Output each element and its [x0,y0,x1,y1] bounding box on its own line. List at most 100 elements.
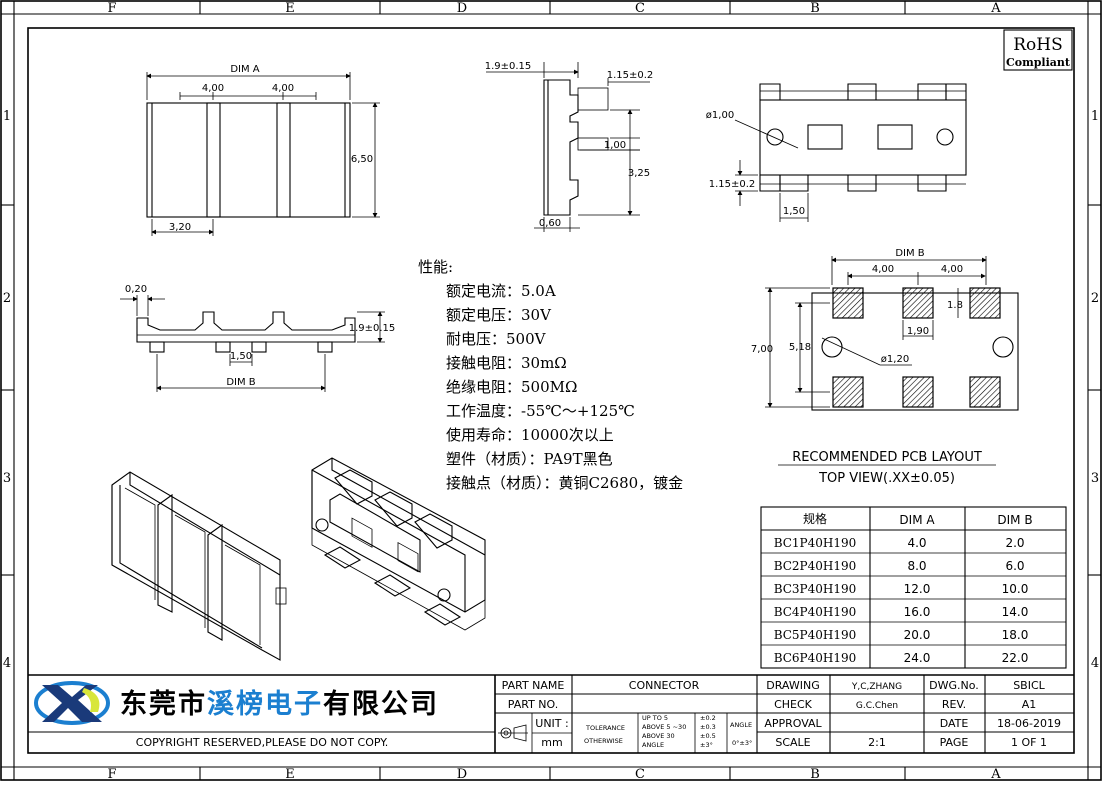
top-view-drawing [146,72,380,236]
table-cell: 12.0 [904,582,931,596]
iso-view-left [111,471,287,661]
page-label: PAGE [940,736,969,749]
dim-b-115: 1.15±0.2 [709,179,756,190]
copyright-text: COPYRIGHT RESERVED,PLEASE DO NOT COPY. [136,736,388,749]
zone-col-d-bottom: D [457,767,467,781]
rohs-badge: RoHS Compliant [1003,29,1073,71]
drawing-value: Y,C,ZHANG [851,682,902,692]
zone-row-1: 1 [3,109,11,124]
spec-line-5: 绝缘电阻：500MΩ [446,378,577,396]
table-cell: 22.0 [1002,651,1029,665]
zone-col-d: D [457,1,467,16]
check-value: G.C.Chen [856,701,898,711]
unit-value: mm [541,736,562,749]
dim-side-100: 1,00 [604,140,626,151]
tol-row-4: ANGLE [642,741,664,749]
table-header-dim-a: DIM A [899,513,935,527]
front-view-drawing [120,295,385,392]
otherwise-label: OTHERWISE [584,737,623,745]
tol-row-2-val: ±0.3 [700,723,716,731]
projection-symbol-icon [498,724,528,742]
zone-col-e-bottom: E [285,767,295,781]
zone-row-2: 2 [3,291,11,306]
pcb-18: 1.8 [947,300,963,311]
title-block [28,674,1074,753]
pcb-layout-drawing [765,256,1019,411]
bottom-view-drawing [734,83,967,222]
rev-value: A1 [1022,698,1037,711]
dim-front-dimb: DIM B [226,377,255,388]
zone-col-f-bottom: F [107,767,116,781]
pcb-518: 5,18 [789,342,811,353]
dim-b-150: 1,50 [783,206,805,217]
table-cell: 2.0 [1005,536,1024,550]
table-cell: 8.0 [907,559,926,573]
side-view-drawing [486,62,650,232]
date-label: DATE [940,717,969,730]
table-cell: 24.0 [904,651,931,665]
dim-hole-100: ø1,00 [706,110,734,121]
tol-row-3-val: ±0.5 [700,732,716,740]
zone-row-3: 3 [3,471,11,486]
zone-col-c: C [635,1,645,16]
dim-side-325: 3,25 [628,168,650,179]
pcb-pitch-b: 4,00 [941,264,963,275]
pcb-hole: ø1,20 [881,354,909,365]
table-cell: BC3P40H190 [774,582,857,596]
dwg-value: SBICL [1013,679,1045,692]
svg-text:Compliant: Compliant [1006,56,1071,69]
pcb-dim-b: DIM B [895,248,924,259]
spec-line-8: 塑件（材质）：PA9T黑色 [446,450,613,468]
scale-label: SCALE [775,736,810,749]
company-logo [34,681,110,725]
rev-label: REV. [942,698,966,711]
spec-line-9: 接触点（材质）：黄铜C2680，镀金 [446,474,683,492]
table-cell: BC1P40H190 [774,536,857,550]
table-cell: 16.0 [904,605,931,619]
company-name: 东莞市溪榜电子有限公司 [120,688,439,720]
zone-col-a: A [990,1,1001,16]
spec-table [760,506,1067,669]
tol-row-4-val: ±3° [700,741,713,749]
pcb-700: 7,00 [751,344,773,355]
dim-height-650: 6,50 [351,154,373,165]
table-cell: 6.0 [1005,559,1024,573]
svg-text:RoHS: RoHS [1013,35,1063,55]
iso-view-right [311,457,486,631]
angle-value: 0°±3° [732,739,752,747]
table-cell: 10.0 [1002,582,1029,596]
table-cell: 14.0 [1002,605,1029,619]
page-value: 1 OF 1 [1011,736,1047,749]
approval-label: APPROVAL [764,717,822,730]
table-cell: BC4P40H190 [774,605,857,619]
part-no-label: PART NO. [508,698,558,711]
dim-side-060: 0,60 [539,218,561,229]
inner-frame [27,27,1075,754]
table-header-dim-b: DIM B [997,513,1032,527]
tolerance-label: TOLERANCE [585,724,625,732]
dim-side-115: 1.15±0.2 [607,70,654,81]
spec-line-2: 额定电压：30V [446,306,552,324]
table-cell: BC5P40H190 [774,628,857,642]
dim-front-020: 0,20 [125,284,147,295]
table-cell: 18.0 [1002,628,1029,642]
zone-row-1-right: 1 [1091,109,1099,124]
pcb-caption-line1: RECOMMENDED PCB LAYOUT [792,450,982,465]
angle-label: ANGLE [730,721,752,729]
pcb-190: 1,90 [907,326,929,337]
pcb-caption-line2: TOP VIEW(.XX±0.05) [818,471,955,486]
zone-row-4: 4 [3,656,11,671]
drawing-label: DRAWING [766,679,819,692]
dim-front-190: 1.9±0.15 [349,323,396,334]
unit-label: UNIT : [535,717,568,730]
table-cell: BC6P40H190 [774,651,857,665]
check-label: CHECK [774,698,813,711]
zone-col-b-bottom: B [810,767,820,781]
dim-pitch-1: 4,00 [202,83,224,94]
tol-row-1: UP TO 5 [642,714,668,722]
table-cell: 4.0 [907,536,926,550]
dim-front-150: 1,50 [230,351,252,362]
tol-row-2: ABOVE 5 ~30 [642,723,686,731]
spec-line-1: 额定电流：5.0A [446,282,556,300]
